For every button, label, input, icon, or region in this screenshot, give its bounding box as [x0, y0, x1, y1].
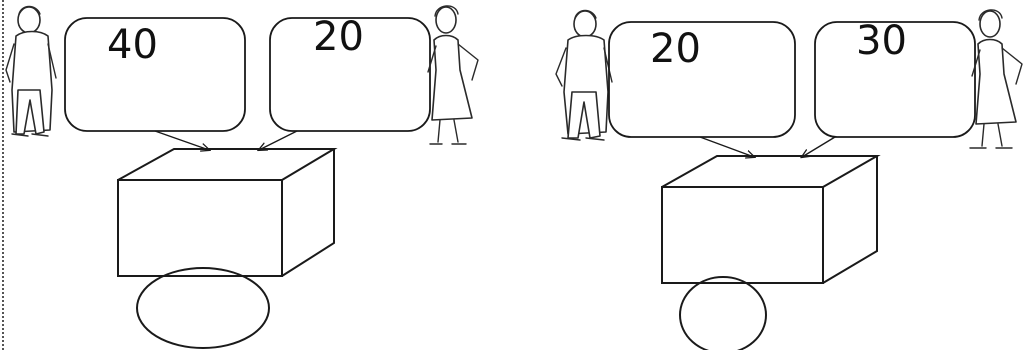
right-value: 20: [313, 14, 364, 60]
problem-2: 20 30: [555, 9, 1023, 350]
man-figure-icon: [555, 9, 613, 141]
answer-cube: [661, 155, 881, 284]
answer-circle: [136, 267, 270, 349]
woman-figure-icon: [427, 5, 479, 145]
right-arrow: [259, 130, 298, 150]
problem-1: 40 20: [5, 5, 479, 349]
left-value: 20: [650, 26, 701, 72]
right-arrow: [802, 136, 836, 157]
left-value: 40: [107, 22, 158, 68]
man-figure-icon: [5, 5, 57, 137]
woman-figure-icon: [969, 9, 1023, 149]
left-arrow: [699, 136, 754, 157]
right-value-box: [814, 21, 976, 138]
left-arrow: [154, 130, 209, 150]
answer-cube: [117, 148, 338, 277]
answer-circle: [679, 276, 767, 350]
right-value-box: [269, 17, 431, 132]
right-value: 30: [856, 18, 907, 64]
left-value-box: [608, 21, 796, 138]
